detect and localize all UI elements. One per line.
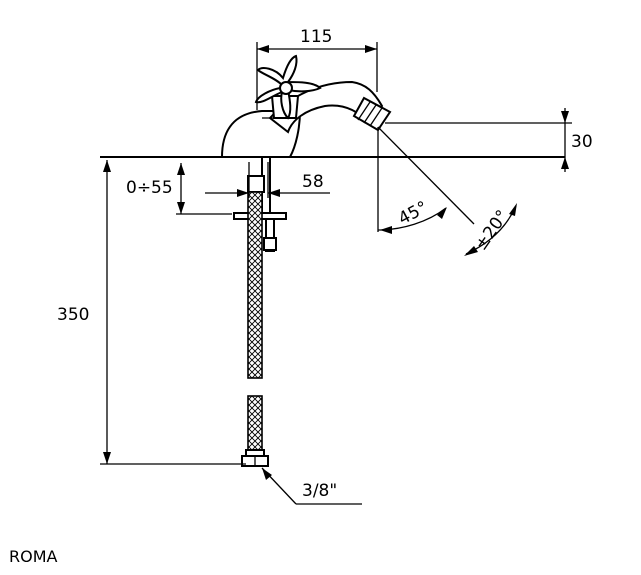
product-name: ROMA xyxy=(9,547,58,566)
dim-length-label: 350 xyxy=(57,305,89,325)
dim-angle: 45° xyxy=(377,126,475,234)
dim-range-label: 0÷55 xyxy=(126,178,173,198)
dim-hole-label: 58 xyxy=(302,172,324,192)
dim-length: 350 xyxy=(57,160,246,465)
faucet-body xyxy=(220,54,392,158)
dim-offset-label: 30 xyxy=(571,132,593,152)
dim-hole: 58 xyxy=(205,162,330,198)
dim-offset: 30 xyxy=(385,108,593,172)
dim-width-label: 115 xyxy=(300,27,332,47)
dim-tilt-label: ±20° xyxy=(471,207,513,255)
dim-thread: 3/8" xyxy=(261,467,362,505)
dim-range: 0÷55 xyxy=(126,163,232,215)
dim-tilt: ±20° xyxy=(464,203,517,256)
dim-thread-label: 3/8" xyxy=(302,481,337,501)
braided-hose-lower xyxy=(247,395,263,451)
braided-hose-upper xyxy=(247,191,263,379)
dim-angle-label: 45° xyxy=(395,198,431,230)
dim-width: 115 xyxy=(256,27,378,110)
